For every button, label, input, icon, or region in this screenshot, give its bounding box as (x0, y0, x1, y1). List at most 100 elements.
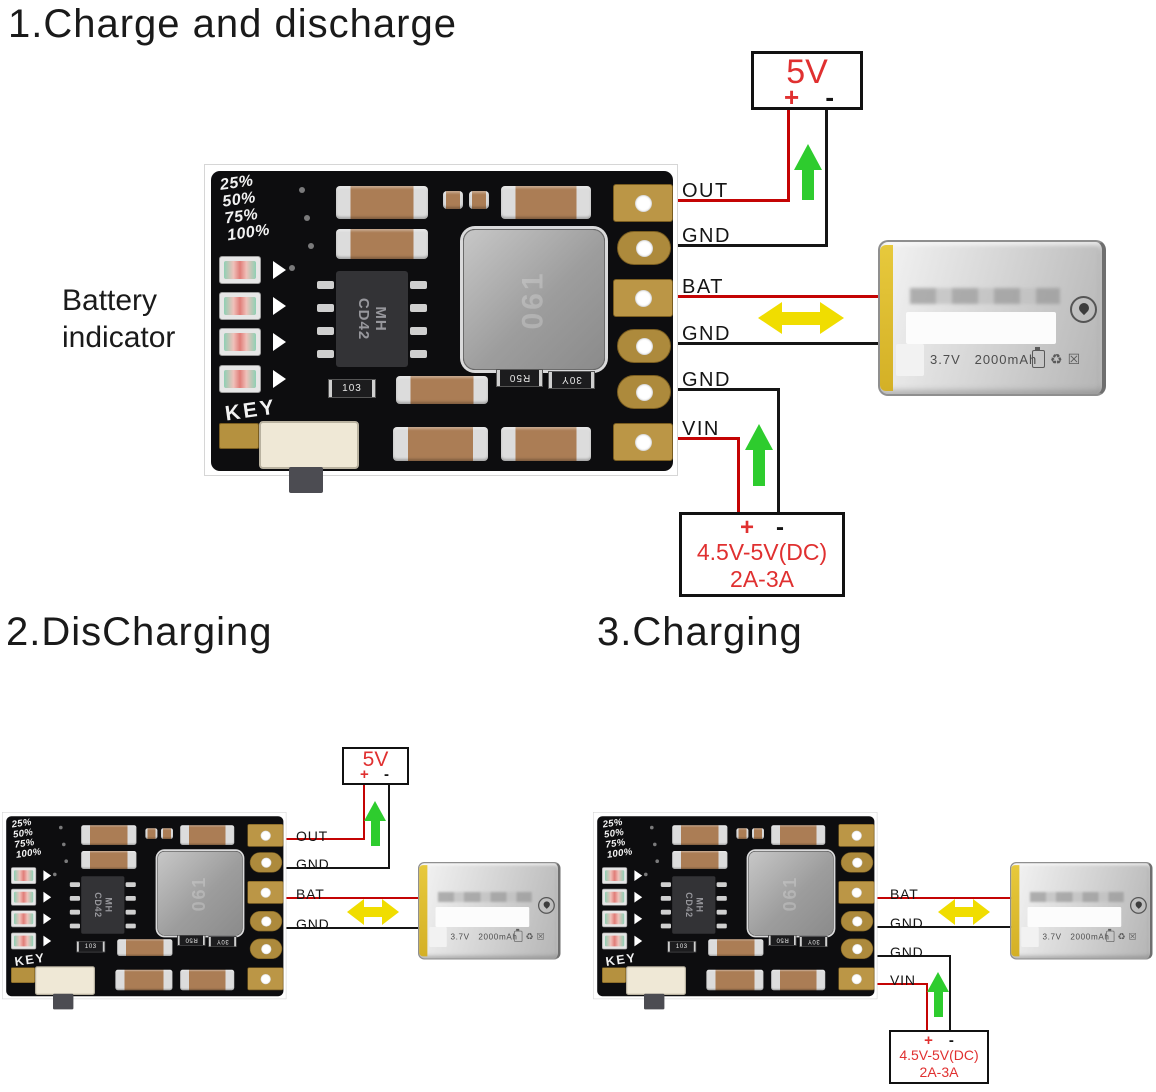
battery-tab (1021, 927, 1039, 947)
battery-level-led (11, 888, 37, 906)
pad-hole (851, 887, 862, 898)
wire-gnd-5v (388, 784, 390, 869)
wire-out-5v (277, 838, 365, 840)
pcb-board: 25% 50% 75% 100% KEY MH CD42 (6, 816, 284, 1010)
dc-input-box: + - 4.5V-5V(DC) 2A-3A (889, 1030, 989, 1084)
pad-gnd (840, 911, 874, 932)
pad-gnd (249, 911, 283, 932)
chip-pin (125, 882, 136, 887)
resistor-r50: R50 (768, 935, 797, 946)
plus-terminal: + (924, 1032, 933, 1049)
minus-terminal: - (384, 766, 389, 783)
pad-hole (851, 916, 863, 927)
no-trash-icon: ☒ (1067, 350, 1081, 367)
power-inductor: 061 (157, 851, 243, 936)
pad-bat (247, 881, 284, 904)
battery-label-blurred-text (1030, 892, 1124, 902)
key-solder-pad (11, 967, 35, 983)
chip-pin (660, 882, 671, 887)
capacitor (501, 427, 591, 461)
recycle-icon: ♻ (525, 931, 534, 942)
recycle-icon: ♻ (1050, 350, 1063, 367)
pin-label-gnd: GND (890, 915, 924, 931)
chip-pin (716, 882, 727, 887)
battery-tab (429, 927, 447, 947)
switch-knob (53, 993, 74, 1010)
wire-gnd-dc (869, 955, 951, 957)
battery-voltage: 3.7V (450, 932, 470, 942)
battery-cert-icons: ♻ ☒ (1032, 347, 1081, 368)
pad-hole (260, 943, 272, 954)
battery-voltage: 3.7V (1042, 932, 1062, 942)
pcb-photo-frame: 25% 50% 75% 100% KEY MH CD42 (593, 812, 878, 1010)
capacitor (708, 939, 764, 956)
pad-vin (838, 967, 875, 991)
pad-vin (247, 967, 284, 991)
pad-hole (635, 337, 653, 355)
via-dot (59, 825, 63, 830)
pad-vin (613, 423, 673, 461)
wire-gnd-dc (949, 955, 951, 1030)
pad-hole (260, 857, 272, 868)
wire-gnd-5v (278, 867, 390, 869)
key-solder-pad (602, 967, 626, 983)
battery-label-white-area (906, 312, 1056, 344)
battery-tape-strip (1011, 865, 1020, 957)
inductor-marking: 061 (780, 875, 801, 912)
pcb-module-1: 25% 50% 75% 100% KEY MH CD42 (204, 164, 678, 493)
wire-vin-dc (737, 437, 740, 514)
resistor-103: 103 (328, 379, 376, 398)
led-arrow-icon (634, 935, 643, 947)
section2-title: 2.DisCharging (6, 610, 273, 654)
capacitor (672, 825, 728, 845)
led-arrow-icon (273, 333, 286, 351)
wire-bat-battery (278, 897, 426, 899)
battery-level-led (602, 932, 628, 950)
pad-gnd (617, 231, 671, 265)
pad-hole (851, 830, 862, 841)
yellow-double-arrow-icon (938, 899, 990, 925)
capacitor (672, 851, 728, 869)
via-dot (650, 825, 654, 830)
pcb-module-3: 25% 50% 75% 100% KEY MH CD42 (593, 812, 878, 1010)
capacitor (336, 186, 428, 219)
battery-level-led (219, 328, 261, 356)
battery-label-blurred-text (438, 892, 532, 902)
battery-label-white-area (435, 907, 530, 927)
wire-gnd-battery (869, 926, 1017, 928)
capacitor (161, 828, 173, 839)
resistor-30y: 30Y (208, 936, 237, 947)
power-switch (259, 421, 359, 493)
chip-pin (410, 327, 427, 335)
pcb-module-2: 25% 50% 75% 100% KEY MH CD42 (2, 812, 287, 1010)
battery-spec-text: 3.7V 2000mAh (1043, 932, 1110, 941)
cd42-chip: MH CD42 (336, 271, 408, 367)
chip-pin (660, 909, 671, 915)
battery-icon (1106, 928, 1115, 942)
plus-terminal: + (739, 514, 754, 541)
pad-hole (260, 916, 272, 927)
wire-bat-battery (869, 897, 1017, 899)
capacitor (117, 939, 173, 956)
no-trash-icon: ☒ (1128, 931, 1137, 942)
battery-level-led (219, 292, 261, 320)
power-inductor: 061 (748, 851, 834, 936)
pad-hole (851, 973, 862, 984)
pin-label-gnd: GND (296, 856, 330, 872)
chip-marking: MH CD42 (683, 892, 704, 918)
battery-level-led (11, 932, 37, 950)
chip-pin (660, 923, 671, 929)
pad-hole (634, 433, 652, 451)
led-arrow-icon (634, 913, 643, 925)
section1-title: 1.Charge and discharge (8, 2, 457, 46)
lipo-battery: 3.7V 2000mAh ♻ ☒ (418, 862, 561, 960)
battery-capacity: 2000mAh (1070, 932, 1110, 942)
capacitor (469, 191, 489, 209)
capacitor (736, 828, 749, 839)
capacitor (81, 825, 137, 845)
via-dot (62, 842, 66, 847)
chip-pin (410, 350, 427, 358)
pad-bat (838, 881, 875, 904)
dc-current-label: 2A-3A (730, 566, 794, 592)
